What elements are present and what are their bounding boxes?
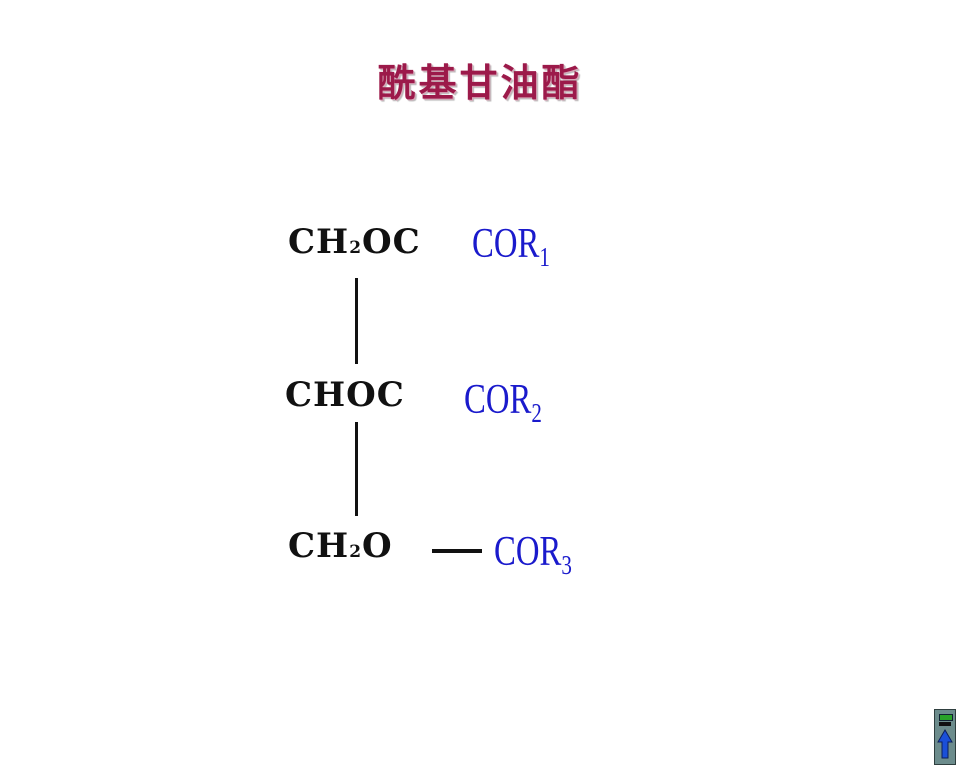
acyl-group-2: COR2 (464, 376, 542, 429)
formula-text: O (362, 526, 393, 566)
navigation-up-button[interactable] (934, 709, 956, 765)
formula-ch2oc-top: CH2OC (288, 222, 421, 262)
formula-subscript: 2 (349, 238, 363, 258)
formula-choc-middle: CHOC (285, 375, 405, 415)
acyl-group-subscript: 1 (539, 242, 550, 272)
nav-bar-indicator (939, 714, 953, 721)
acyl-group-text: COR (464, 377, 532, 423)
acyl-group-subscript: 2 (531, 398, 542, 428)
formula-text: CH (288, 526, 350, 566)
acyl-group-text: COR (494, 529, 562, 575)
nav-bar-line (939, 722, 951, 726)
up-arrow-icon (937, 729, 953, 759)
formula-ch2o-bottom: CH2O (288, 526, 393, 566)
acyl-group-3: COR3 (494, 528, 572, 581)
slide-title: 酰基甘油酯 (377, 61, 583, 105)
formula-subscript: 2 (349, 542, 363, 562)
bond-vertical-lower (355, 422, 358, 516)
bond-horizontal (432, 549, 482, 553)
formula-text: CH (288, 222, 350, 262)
acyl-group-1: COR1 (472, 220, 550, 273)
formula-text: CHOC (285, 375, 405, 415)
acyl-group-subscript: 3 (561, 550, 572, 580)
formula-text: OC (362, 222, 421, 262)
bond-vertical-upper (355, 278, 358, 364)
acyl-group-text: COR (472, 221, 540, 267)
